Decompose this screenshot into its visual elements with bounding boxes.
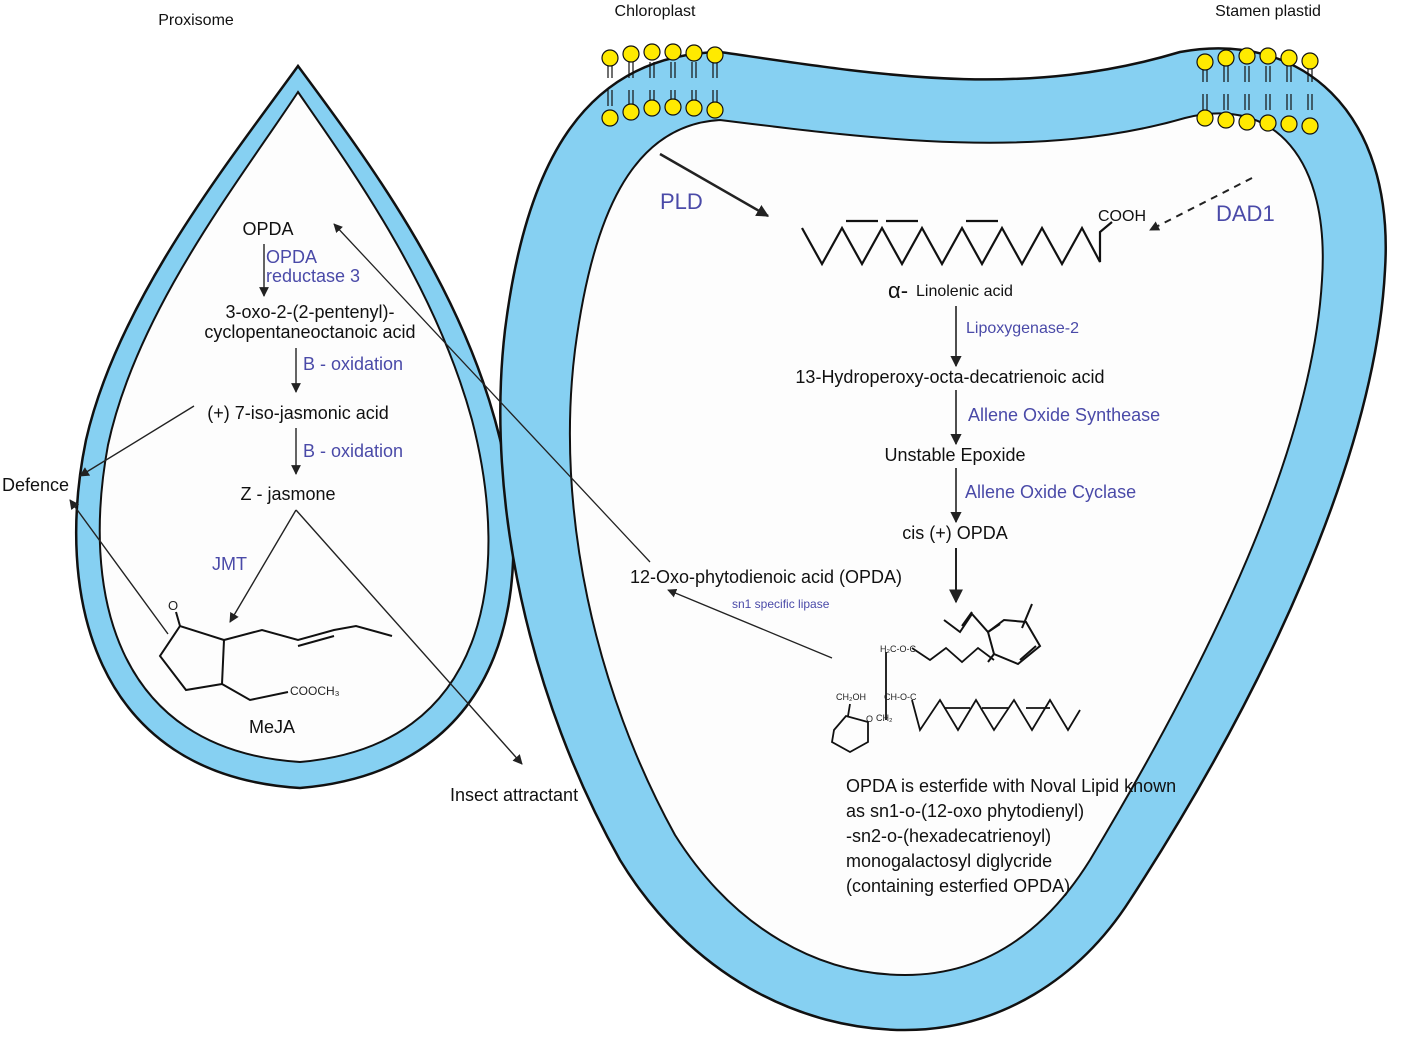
intermediate-label-1: 3-oxo-2-(2-pentenyl)-: [225, 302, 395, 322]
unstable-epoxide-label: Unstable Epoxide: [884, 445, 1026, 465]
chloroplast-lipid-bilayer: [601, 43, 724, 127]
sn1-lipase-label: sn1 specific lipase: [732, 597, 830, 611]
meja-structure: [158, 611, 393, 702]
opda-label: OPDA: [242, 219, 294, 239]
linolenic-acid-structure: [801, 219, 1113, 267]
esterified-lipid-structure: [831, 646, 1081, 754]
note-line-5: (containing esterfied OPDA): [846, 876, 1071, 896]
note-line-3: -sn2-o-(hexadecatrienoyl): [846, 826, 1052, 846]
lipid-ch2oh-label: CH₂OH: [836, 692, 866, 702]
peroxisome-title: Proxisome: [158, 12, 234, 29]
insect-attractant-label: Insect attractant: [450, 785, 579, 805]
stamen-plastid-title: Stamen plastid: [1215, 3, 1321, 20]
allene-oxide-synthase-label: Allene Oxide Synthease: [968, 405, 1161, 425]
cis-opda-label: cis (+) OPDA: [902, 523, 1008, 543]
pld-arrow: [659, 152, 770, 218]
opda-reductase-label-2: reductase 3: [266, 266, 361, 286]
meja-oxygen-label: O: [168, 598, 179, 613]
allene-oxide-cyclase-label: Allene Oxide Cyclase: [965, 482, 1137, 502]
b-oxidation-label-2: B - oxidation: [303, 441, 404, 461]
note-line-2: as sn1-o-(12-oxo phytodienyl): [846, 801, 1085, 821]
pld-label: PLD: [660, 189, 703, 214]
meja-ester-label: COOCH₃: [290, 684, 340, 698]
meja-label: MeJA: [248, 717, 296, 737]
intermediate-label-2: cyclopentaneoctanoic acid: [204, 322, 416, 342]
note-line-4: monogalactosyl diglycride: [846, 851, 1053, 871]
lipid-ring-oxygen-label: O: [866, 714, 874, 724]
hydroperoxy-label: 13-Hydroperoxy-octa-decatrienoic acid: [795, 367, 1105, 387]
dad1-label: DAD1: [1216, 201, 1275, 226]
cooh-label: COOH: [1098, 208, 1146, 225]
opda-reductase-label-1: OPDA: [266, 247, 318, 267]
opda-transport-arrow: [333, 223, 651, 563]
defence-label: Defence: [2, 475, 70, 495]
note-line-1: OPDA is esterfide with Noval Lipid known: [846, 776, 1177, 796]
peroxisome-lumen: [98, 90, 490, 764]
b-oxidation-label-1: B - oxidation: [303, 354, 404, 374]
lipase-arrow: [667, 588, 833, 659]
lipid-hco-label: CH-O-C: [884, 692, 917, 702]
jasmone-label: Z - jasmone: [240, 484, 336, 504]
oxo-phytodienoic-acid-label: 12-Oxo-phytodienoic acid (OPDA): [629, 567, 903, 587]
iso-jasmonic-label: (+) 7-iso-jasmonic acid: [207, 403, 389, 423]
chloroplast-title: Chloroplast: [614, 3, 696, 20]
lipoxygenase-label: Lipoxygenase-2: [966, 320, 1079, 337]
jmt-label: JMT: [212, 554, 247, 574]
stamen-lipid-bilayer: [1196, 47, 1319, 135]
lipid-ch2-label: CH₂: [876, 713, 893, 723]
lipid-h2co-label: H₂C-O-C: [880, 644, 916, 654]
opda-ring-structure: [943, 603, 1042, 666]
linolenic-acid-label: Linolenic acid: [916, 283, 1013, 300]
dad1-arrow: [1149, 177, 1253, 231]
alpha-symbol: α-: [888, 278, 909, 303]
peroxisome-pathway-arrows: [69, 244, 523, 765]
